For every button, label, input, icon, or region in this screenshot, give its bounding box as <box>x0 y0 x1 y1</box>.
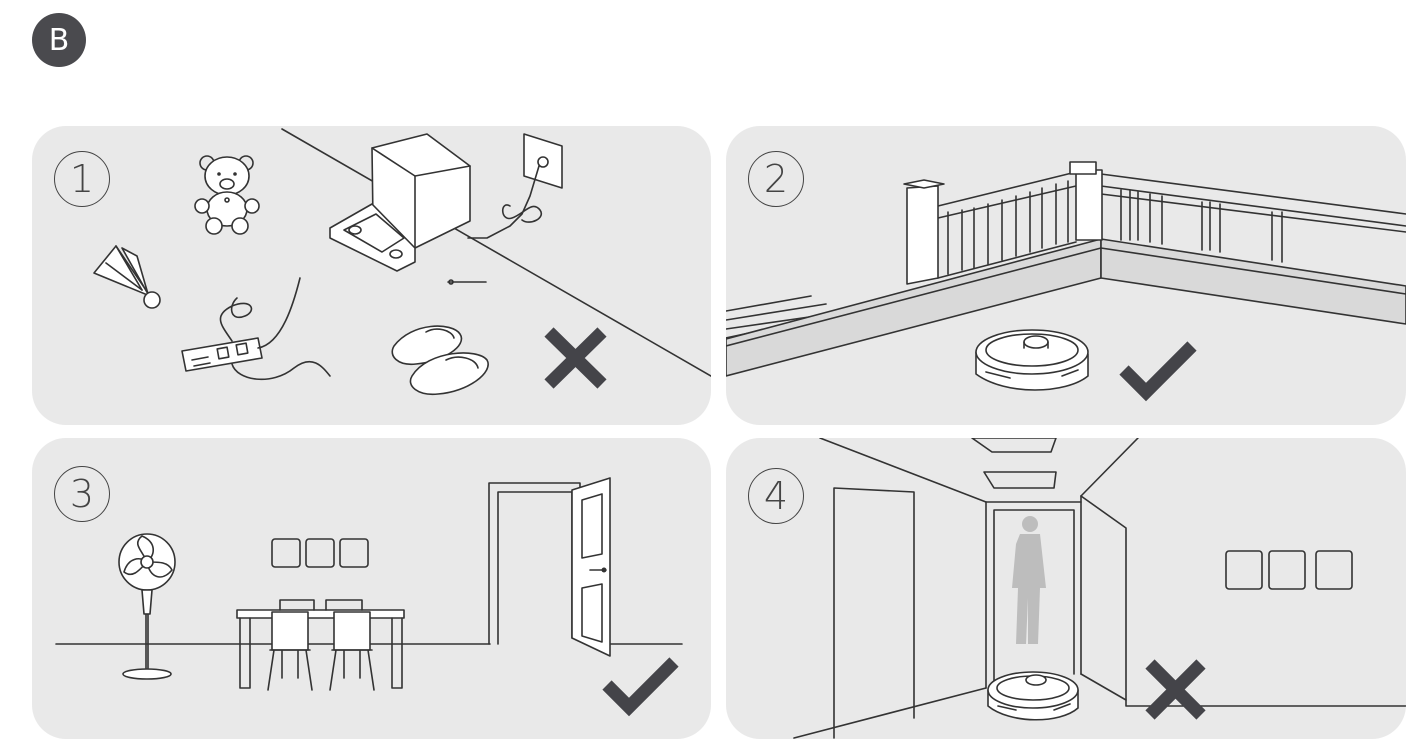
panel-1-number: 1 <box>54 151 110 207</box>
person-silhouette-icon <box>1012 516 1046 644</box>
robot-vacuum-icon <box>987 671 1079 721</box>
dining-table-icon <box>236 599 405 691</box>
floor-obstacles-illustration <box>93 128 711 396</box>
wall-frames-icon <box>1225 550 1353 590</box>
check-icon <box>602 657 679 717</box>
cross-icon <box>544 327 607 389</box>
section-letter: B <box>48 22 70 58</box>
slippers-icon <box>391 325 489 396</box>
dining-room-illustration <box>55 477 683 717</box>
shuttlecock-icon <box>93 245 161 309</box>
panel-4-corridor: 4 <box>726 438 1406 739</box>
robot-vacuum-icon <box>975 329 1089 391</box>
cross-icon <box>1145 659 1206 720</box>
panel-2-number: 2 <box>748 151 804 207</box>
check-icon <box>1119 341 1197 402</box>
docking-station-icon <box>329 133 471 272</box>
standing-fan-icon <box>118 533 176 680</box>
power-strip-icon <box>181 277 331 381</box>
teddy-bear-icon <box>194 155 260 235</box>
panel-3-number: 3 <box>54 466 110 522</box>
terrace-illustration <box>726 161 1406 402</box>
wall-frames-icon <box>271 538 369 568</box>
wall-socket-icon <box>523 133 563 189</box>
panel-2-terrace-railing: 2 <box>726 126 1406 425</box>
panel-3-dining-room: 3 <box>32 438 711 739</box>
corridor-illustration <box>793 438 1406 739</box>
panel-4-number: 4 <box>748 468 804 524</box>
panel-1-floor-obstacles: 1 <box>32 126 711 425</box>
section-badge: B <box>32 13 86 67</box>
